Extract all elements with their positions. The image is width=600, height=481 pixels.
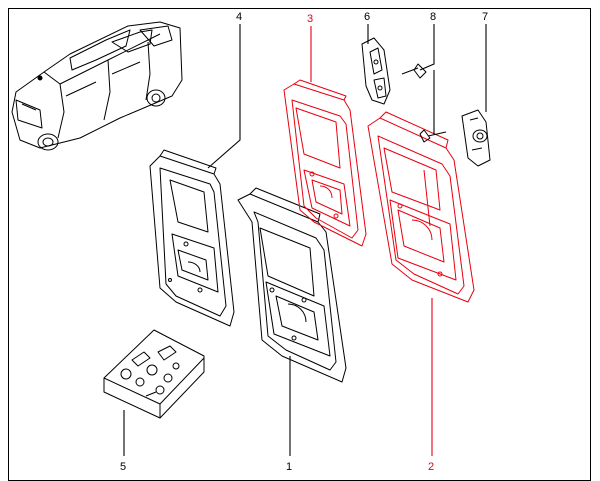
rear-door-right-frame: [283, 79, 367, 247]
callout-1: 1: [286, 461, 292, 473]
callout-3: 3: [307, 13, 313, 25]
callout-8: 8: [430, 11, 436, 23]
callout-6: 6: [364, 11, 370, 23]
leader-lines: [123, 24, 487, 456]
rear-door-left-panel: [149, 149, 235, 327]
bolt: [401, 63, 447, 143]
callout-2: 2: [428, 461, 434, 473]
hinge-assembly: [461, 109, 491, 167]
callout-4: 4: [236, 11, 242, 23]
diagram-frame: [8, 8, 591, 481]
rear-door-left-inner: [237, 187, 347, 383]
hardware-kit-box: [103, 329, 205, 419]
hinge-bracket: [361, 37, 391, 105]
vehicle-thumbnail: [11, 21, 183, 151]
callout-5: 5: [120, 461, 126, 473]
callout-7: 7: [482, 11, 488, 23]
rear-door-right-panel: [367, 111, 475, 303]
